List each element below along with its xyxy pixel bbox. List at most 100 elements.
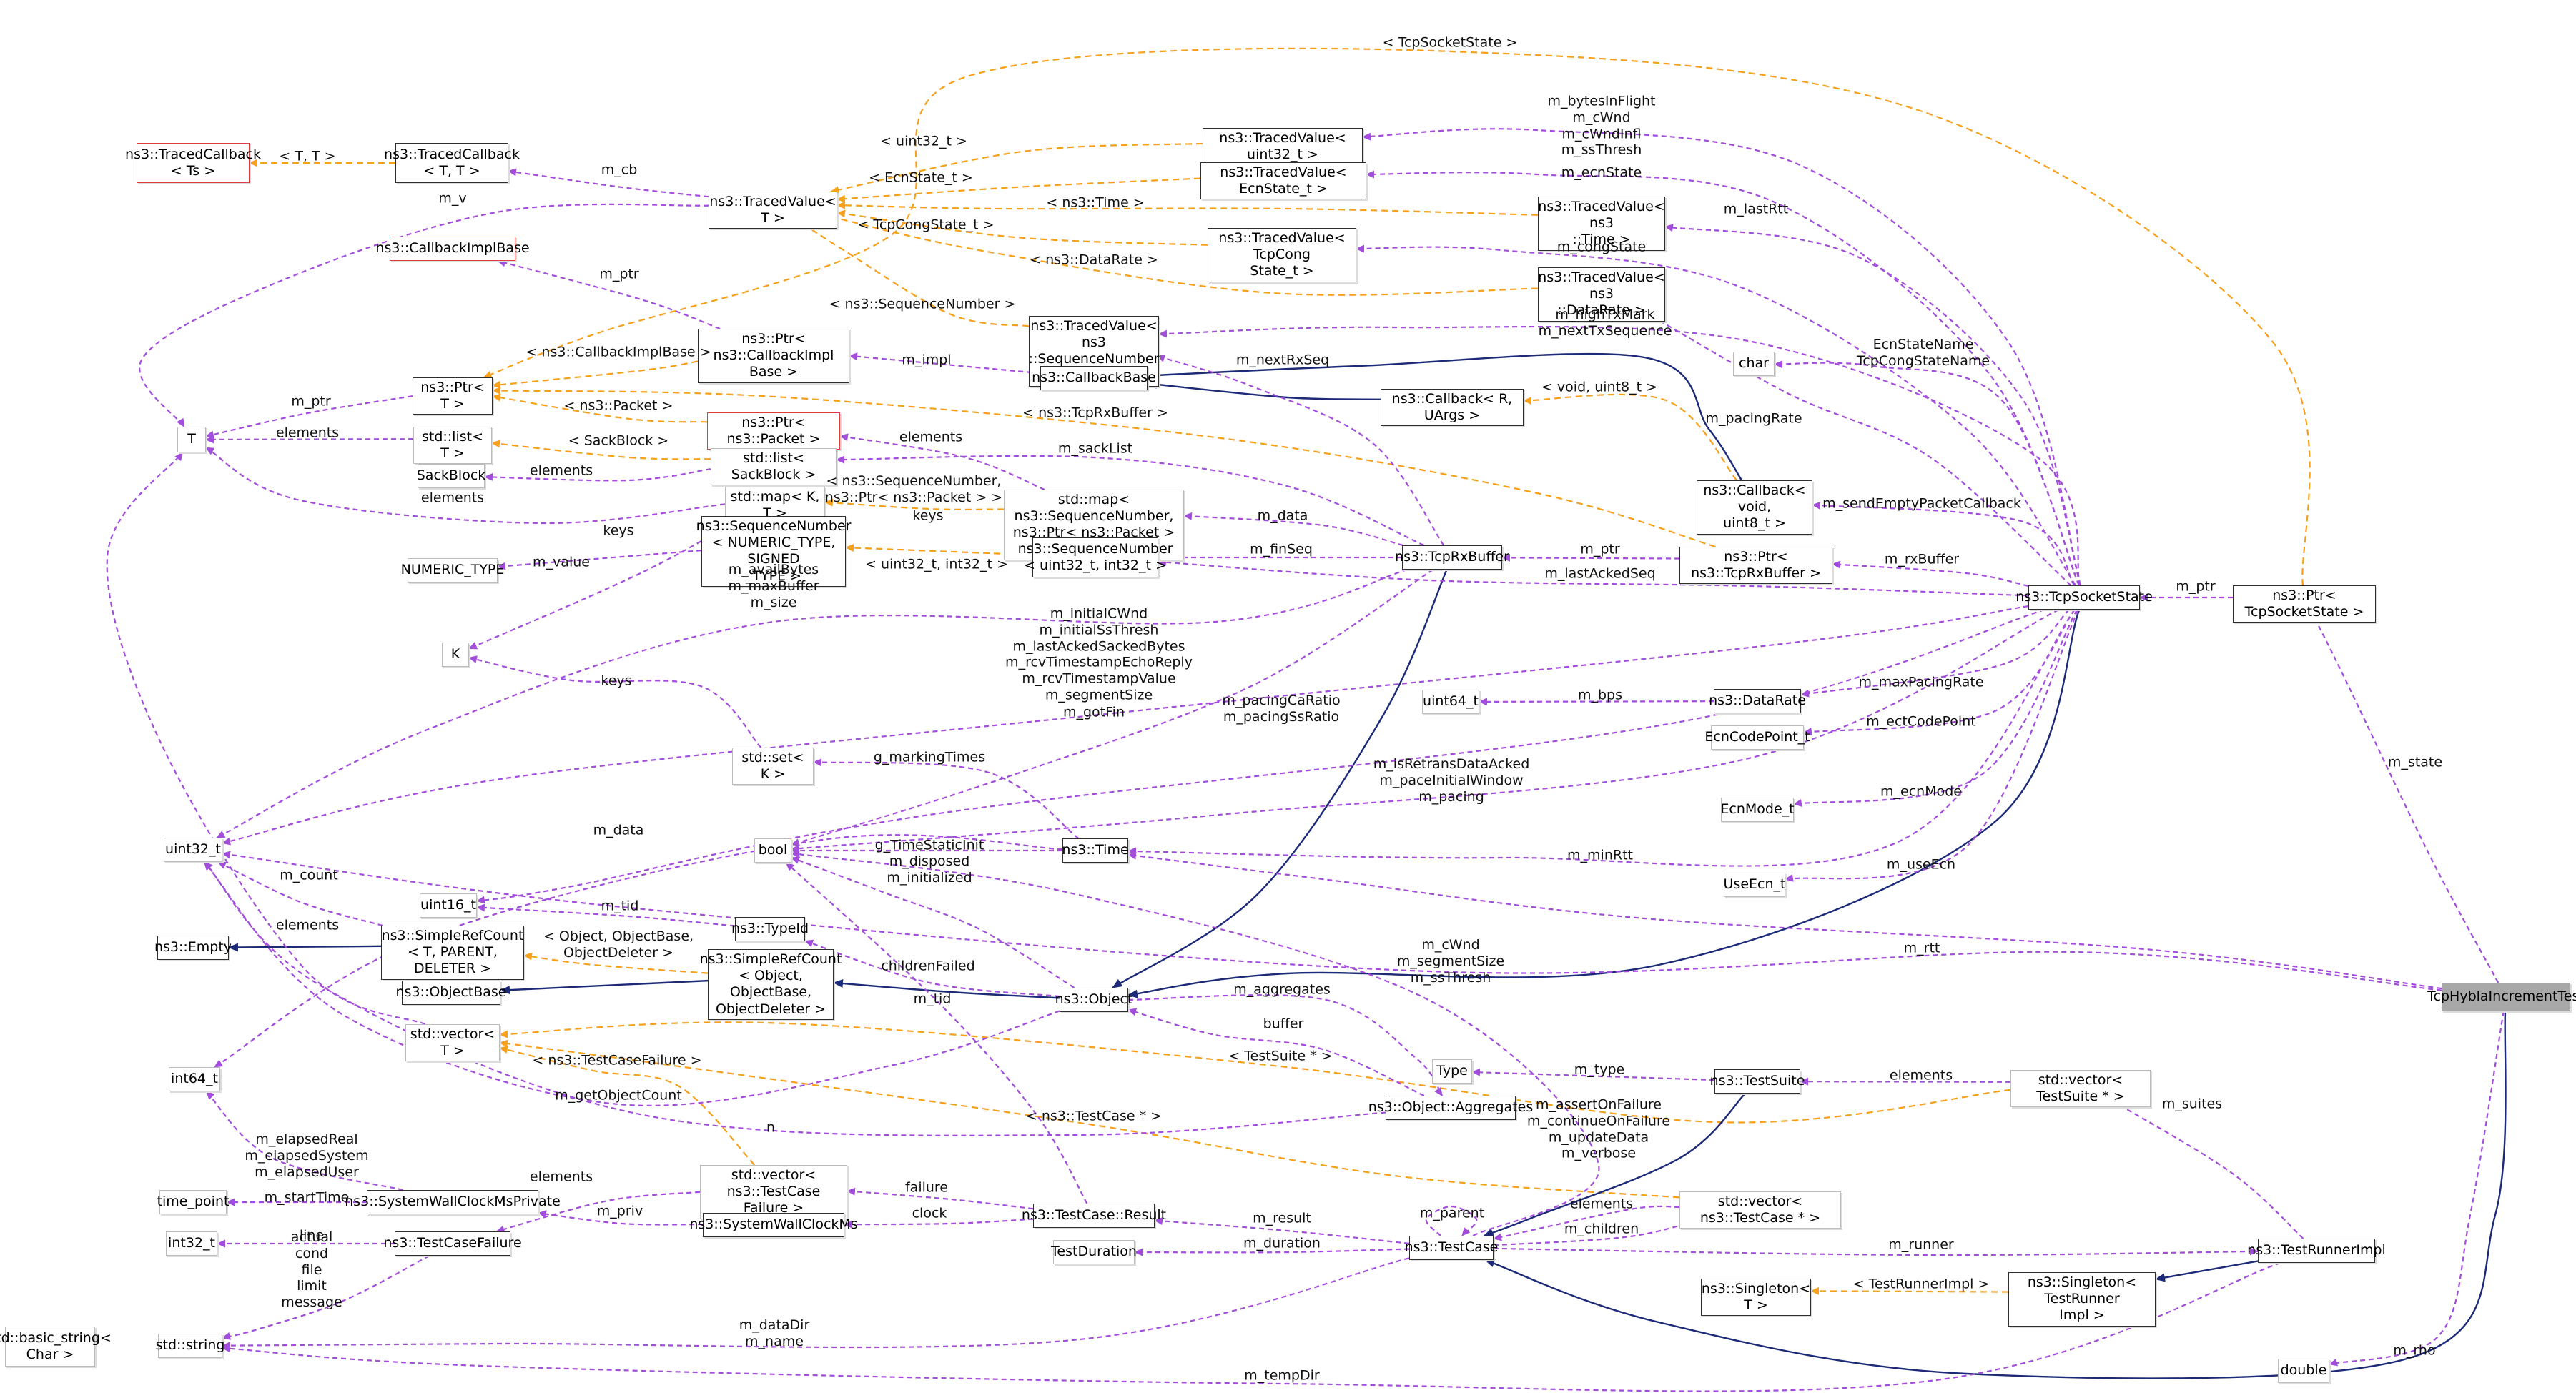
edge-typeid_box-uint16 (476, 903, 736, 927)
edge-tv_uint32-tracedvalue_t (830, 142, 1203, 194)
edge-tcpsocketstate-datarate (1800, 609, 2070, 698)
node-bool_box[interactable]: bool (754, 838, 791, 863)
edge-tcpsocketstate-tv_seqnum (1158, 325, 2081, 586)
node-string_box[interactable]: std::string (156, 1334, 224, 1358)
node-double_box[interactable]: double (2278, 1359, 2329, 1383)
node-useecn[interactable]: UseEcn_t (1724, 873, 1785, 897)
node-tcpsocketstate[interactable]: ns3::TcpSocketState (2015, 585, 2153, 610)
node-time_point[interactable]: time_point (157, 1190, 229, 1214)
edge-result-wallclock (844, 1218, 1034, 1229)
node-object[interactable]: ns3::Object (1055, 988, 1132, 1012)
node-callbackimplbase[interactable]: ns3::CallbackImplBase (375, 237, 530, 261)
node-ecnmode[interactable]: EcnMode_t (1720, 798, 1795, 822)
node-vector_t[interactable]: std::vector< T > (405, 1024, 500, 1062)
edge-hybla-testcase (1484, 1011, 2507, 1379)
node-callbackbase[interactable]: ns3::CallbackBase (1032, 366, 1156, 390)
node-simplerefcount_t[interactable]: ns3::SimpleRefCount < T, PARENT, DELETER… (381, 926, 524, 980)
node-testcase[interactable]: ns3::TestCase (1405, 1236, 1498, 1260)
node-tv_tcpcong[interactable]: ns3::TracedValue< TcpCong State_t > (1208, 228, 1356, 282)
edge-time_box-set_k (813, 758, 1080, 839)
edge-ptr_t-t_box (205, 395, 413, 439)
edge-ptr_cbimplbase-callbackimplbase (497, 259, 721, 330)
edge-testrunnerimpl-vector_testsuite (2100, 1094, 2304, 1239)
edge-hybla-double_box (2329, 1011, 2505, 1367)
node-ptr_cbimplbase[interactable]: ns3::Ptr< ns3::CallbackImpl Base > (698, 329, 849, 383)
edge-vector_t-t_box (106, 452, 426, 1026)
node-singleton_t[interactable]: ns3::Singleton< T > (1701, 1279, 1811, 1317)
node-tv_datarate[interactable]: ns3::TracedValue< ns3 ::DataRate > (1538, 267, 1665, 322)
edge-tcpsocketstate-ecnmode (1793, 609, 2078, 807)
node-wallclock[interactable]: ns3::SystemWallClockMs (689, 1213, 858, 1237)
node-ptr_rxbuffer[interactable]: ns3::Ptr< ns3::TcpRxBuffer > (1679, 547, 1832, 585)
node-int32[interactable]: int32_t (166, 1231, 217, 1256)
node-tv_uint32[interactable]: ns3::TracedValue< uint32_t > (1203, 128, 1363, 166)
edge-tcprxbuffer-list_sackblock (836, 455, 1425, 547)
node-basic_string[interactable]: std::basic_string< Char > (0, 1327, 112, 1367)
node-list_t[interactable]: std::list< T > (413, 427, 492, 465)
edge-tracedvalue_t-tracedcallback_tt (508, 168, 709, 198)
edge-result-bool_box (785, 862, 1088, 1204)
node-aggregates[interactable]: ns3::Object::Aggregates (1368, 1096, 1533, 1120)
node-empty[interactable]: ns3::Empty (154, 936, 232, 960)
node-uint64[interactable]: uint64_t (1422, 690, 1479, 714)
node-vector_failure[interactable]: std::vector< ns3::TestCase Failure > (700, 1165, 847, 1219)
edge-simplerefcount_t-uint32 (217, 861, 383, 927)
node-tv_ecnstate[interactable]: ns3::TracedValue< EcnState_t > (1200, 162, 1366, 200)
node-tracedcallback_tt[interactable]: ns3::TracedCallback < T, T > (384, 143, 520, 183)
node-ptr_packet[interactable]: ns3::Ptr< ns3::Packet > (707, 412, 840, 450)
node-char_box[interactable]: char (1733, 352, 1775, 376)
node-tv_time[interactable]: ns3::TracedValue< ns3 ::Time > (1538, 197, 1665, 251)
node-k_box[interactable]: K (442, 643, 469, 667)
node-testcasefailure[interactable]: ns3::TestCaseFailure (383, 1231, 522, 1256)
edge-tcpsocketstate-tv_tcpcong (1356, 244, 2077, 586)
edge-tcprxbuffer-bool_box (791, 569, 1434, 846)
node-sackblock[interactable]: SackBlock (417, 464, 485, 488)
node-type_box[interactable]: Type (1432, 1059, 1472, 1084)
node-tracedcallback_ts[interactable]: ns3::TracedCallback < Ts > (125, 143, 261, 183)
node-testrunnerimpl[interactable]: ns3::TestRunnerImpl (2247, 1239, 2386, 1263)
edge-testcase-string_box (222, 1257, 1410, 1350)
node-int64[interactable]: int64_t (169, 1067, 220, 1091)
node-t_box[interactable]: T (177, 427, 206, 452)
node-tcprxbuffer[interactable]: ns3::TcpRxBuffer (1395, 545, 1509, 570)
node-vector_testcase[interactable]: std::vector< ns3::TestCase * > (1679, 1191, 1841, 1229)
node-ecncodepoint[interactable]: EcnCodePoint_t (1704, 725, 1810, 750)
node-list_sackblock[interactable]: std::list< SackBlock > (711, 448, 837, 486)
node-uint32[interactable]: uint32_t (164, 838, 222, 862)
node-seqnum_u32[interactable]: ns3::SequenceNumber < uint32_t, int32_t … (1018, 537, 1173, 577)
node-wallclockprivate[interactable]: ns3::SystemWallClockMsPrivate (345, 1190, 561, 1214)
node-tracedvalue_t[interactable]: ns3::TracedValue< T > (709, 192, 837, 229)
node-singleton_tri[interactable]: ns3::Singleton< TestRunner Impl > (2008, 1272, 2156, 1327)
node-ptr_t[interactable]: ns3::Ptr< T > (413, 377, 493, 415)
node-objectbase[interactable]: ns3::ObjectBase (396, 981, 507, 1005)
edge-tcpsocketstate-ptr_rxbuffer (1832, 560, 2029, 588)
node-ptr_socketstate[interactable]: ns3::Ptr< TcpSocketState > (2233, 585, 2376, 623)
node-simplerefcount_obj[interactable]: ns3::SimpleRefCount < Object, ObjectBase… (700, 949, 842, 1020)
edge-ptr_socketstate-ptr_t (483, 47, 2311, 586)
edge-singleton_tri-singleton_t (1810, 1287, 2009, 1295)
edge-tcprxbuffer-uint32 (216, 568, 1408, 838)
edge-wallclock-wallclockprivate (538, 1210, 704, 1226)
node-callback_ruargs[interactable]: ns3::Callback< R, UArgs > (1381, 389, 1524, 427)
node-result[interactable]: ns3::TestCase::Result (1022, 1204, 1166, 1228)
node-time_box[interactable]: ns3::Time (1062, 838, 1129, 863)
edge-map_kt-k_box (468, 510, 754, 650)
node-typeid_box[interactable]: ns3::TypeId (731, 917, 809, 941)
edge-ptr_packet-ptr_t (492, 393, 708, 423)
node-seqnum_generic[interactable]: ns3::SequenceNumber < NUMERIC_TYPE, SIGN… (696, 516, 851, 587)
node-datarate[interactable]: ns3::DataRate (1709, 689, 1806, 713)
node-numeric_type[interactable]: NUMERIC_TYPE (401, 558, 504, 583)
edge-tcpsocketstate-uint32 (222, 605, 2029, 846)
edge-tracedvalue_t-t_box (139, 203, 709, 427)
edge-result-vector_failure (847, 1187, 1034, 1210)
edge-testsuite-type_box (1471, 1068, 1715, 1081)
node-hybla[interactable]: TcpHyblaIncrementTest (2427, 983, 2576, 1011)
node-uint16[interactable]: uint16_t (420, 893, 477, 918)
edge-vector_testcase-vector_t (499, 1039, 1680, 1199)
node-testsuite[interactable]: ns3::TestSuite (1710, 1069, 1805, 1094)
node-vector_testsuite[interactable]: std::vector< TestSuite * > (2010, 1070, 2151, 1108)
node-callback_void[interactable]: ns3::Callback< void, uint8_t > (1697, 480, 1812, 535)
node-set_k[interactable]: std::set< K > (732, 748, 814, 785)
edge-aggregates-uint32 (204, 861, 1386, 1136)
node-testduration[interactable]: TestDuration (1051, 1240, 1137, 1264)
